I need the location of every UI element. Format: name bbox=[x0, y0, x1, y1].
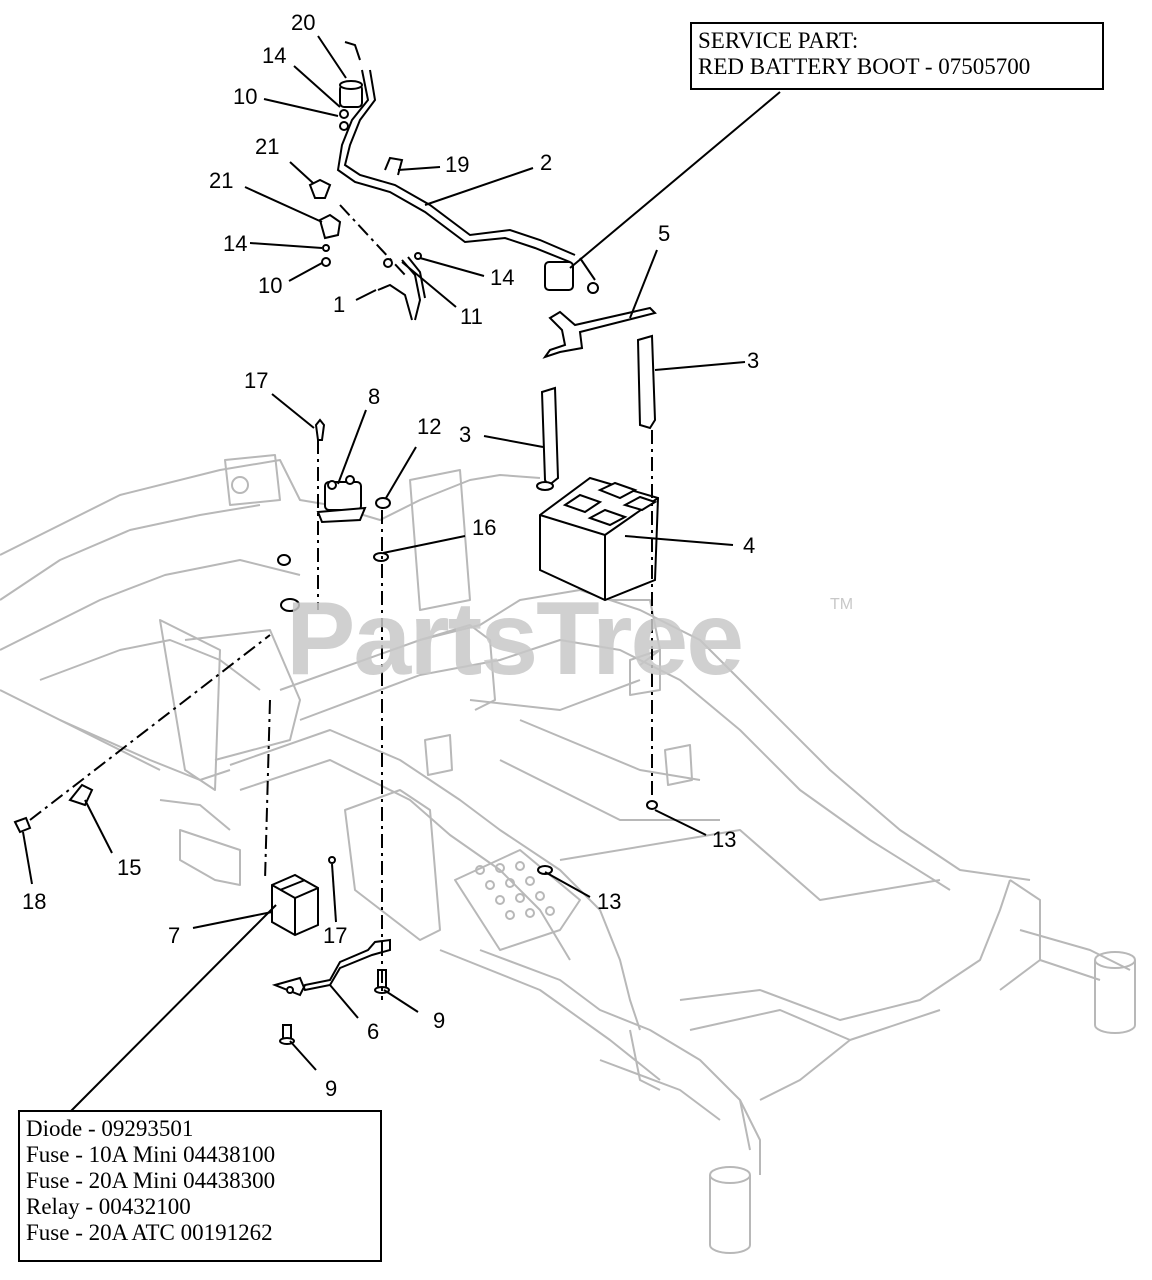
callout-21: 21 bbox=[255, 134, 280, 159]
clip-15-bolt-18 bbox=[13, 783, 94, 834]
nuts-12-16 bbox=[277, 497, 658, 875]
parts-line-diode: Diode - 09293501 bbox=[26, 1116, 194, 1141]
mower-frame bbox=[0, 454, 1136, 1254]
cable-2 bbox=[336, 41, 599, 294]
relay-7 bbox=[271, 856, 336, 937]
parts-line-fuse-20a-atc: Fuse - 20A ATC 00191262 bbox=[26, 1220, 273, 1245]
alignment-lines bbox=[29, 204, 653, 1000]
callout-5: 5 bbox=[658, 221, 671, 246]
callout-21-lower: 21 bbox=[209, 168, 234, 193]
callout-16: 16 bbox=[472, 515, 497, 540]
callout-2: 2 bbox=[540, 150, 553, 175]
callout-14-lower: 14 bbox=[223, 231, 248, 256]
strap-3 bbox=[536, 334, 657, 491]
trademark-mark: TM bbox=[830, 596, 854, 613]
service-part-item: RED BATTERY BOOT - 07505700 bbox=[698, 54, 1031, 79]
service-part-box: SERVICE PART: RED BATTERY BOOT - 0750570… bbox=[690, 22, 1104, 90]
callout-3-left: 3 bbox=[459, 422, 472, 447]
cable-1 bbox=[377, 252, 426, 321]
service-part-title: SERVICE PART: bbox=[698, 28, 859, 53]
watermark: PartsTree bbox=[286, 581, 744, 697]
parts-line-relay: Relay - 00432100 bbox=[26, 1194, 191, 1219]
battery-4 bbox=[539, 476, 660, 602]
callout-9-right: 9 bbox=[433, 1008, 446, 1033]
callout-1: 1 bbox=[333, 292, 346, 317]
callout-14: 14 bbox=[262, 43, 287, 68]
parts-line-fuse-20a-mini: Fuse - 20A Mini 04438300 bbox=[26, 1168, 276, 1193]
callout-7: 7 bbox=[168, 923, 181, 948]
boot-21 bbox=[308, 178, 342, 267]
step-plate bbox=[475, 861, 555, 920]
callout-6: 6 bbox=[367, 1019, 380, 1044]
callout-14-right: 14 bbox=[490, 265, 515, 290]
callout-18: 18 bbox=[22, 889, 47, 914]
callout-8: 8 bbox=[368, 384, 381, 409]
callout-13-center: 13 bbox=[597, 889, 622, 914]
callout-20: 20 bbox=[291, 10, 316, 35]
relay-parts-box: Diode - 09293501 Fuse - 10A Mini 0443810… bbox=[18, 1110, 382, 1262]
parts-line-fuse-10a: Fuse - 10A Mini 04438100 bbox=[26, 1142, 276, 1167]
leader-lines bbox=[22, 35, 781, 1113]
callout-12: 12 bbox=[417, 414, 442, 439]
callout-17-lower: 17 bbox=[323, 923, 348, 948]
solenoid-8 bbox=[314, 418, 367, 524]
bracket-5 bbox=[542, 306, 657, 359]
terminal-20 bbox=[339, 80, 363, 131]
callout-4: 4 bbox=[743, 533, 756, 558]
callout-17-upper: 17 bbox=[244, 368, 269, 393]
callout-3-right: 3 bbox=[747, 348, 760, 373]
callout-10: 10 bbox=[233, 84, 258, 109]
callout-19: 19 bbox=[445, 152, 470, 177]
callout-9-lower: 9 bbox=[325, 1076, 338, 1101]
bracket-6 bbox=[271, 938, 391, 997]
clip-19 bbox=[384, 156, 404, 176]
callout-15: 15 bbox=[117, 855, 142, 880]
callout-10-lower: 10 bbox=[258, 273, 283, 298]
callout-11: 11 bbox=[460, 304, 483, 329]
callout-13-right: 13 bbox=[712, 827, 737, 852]
